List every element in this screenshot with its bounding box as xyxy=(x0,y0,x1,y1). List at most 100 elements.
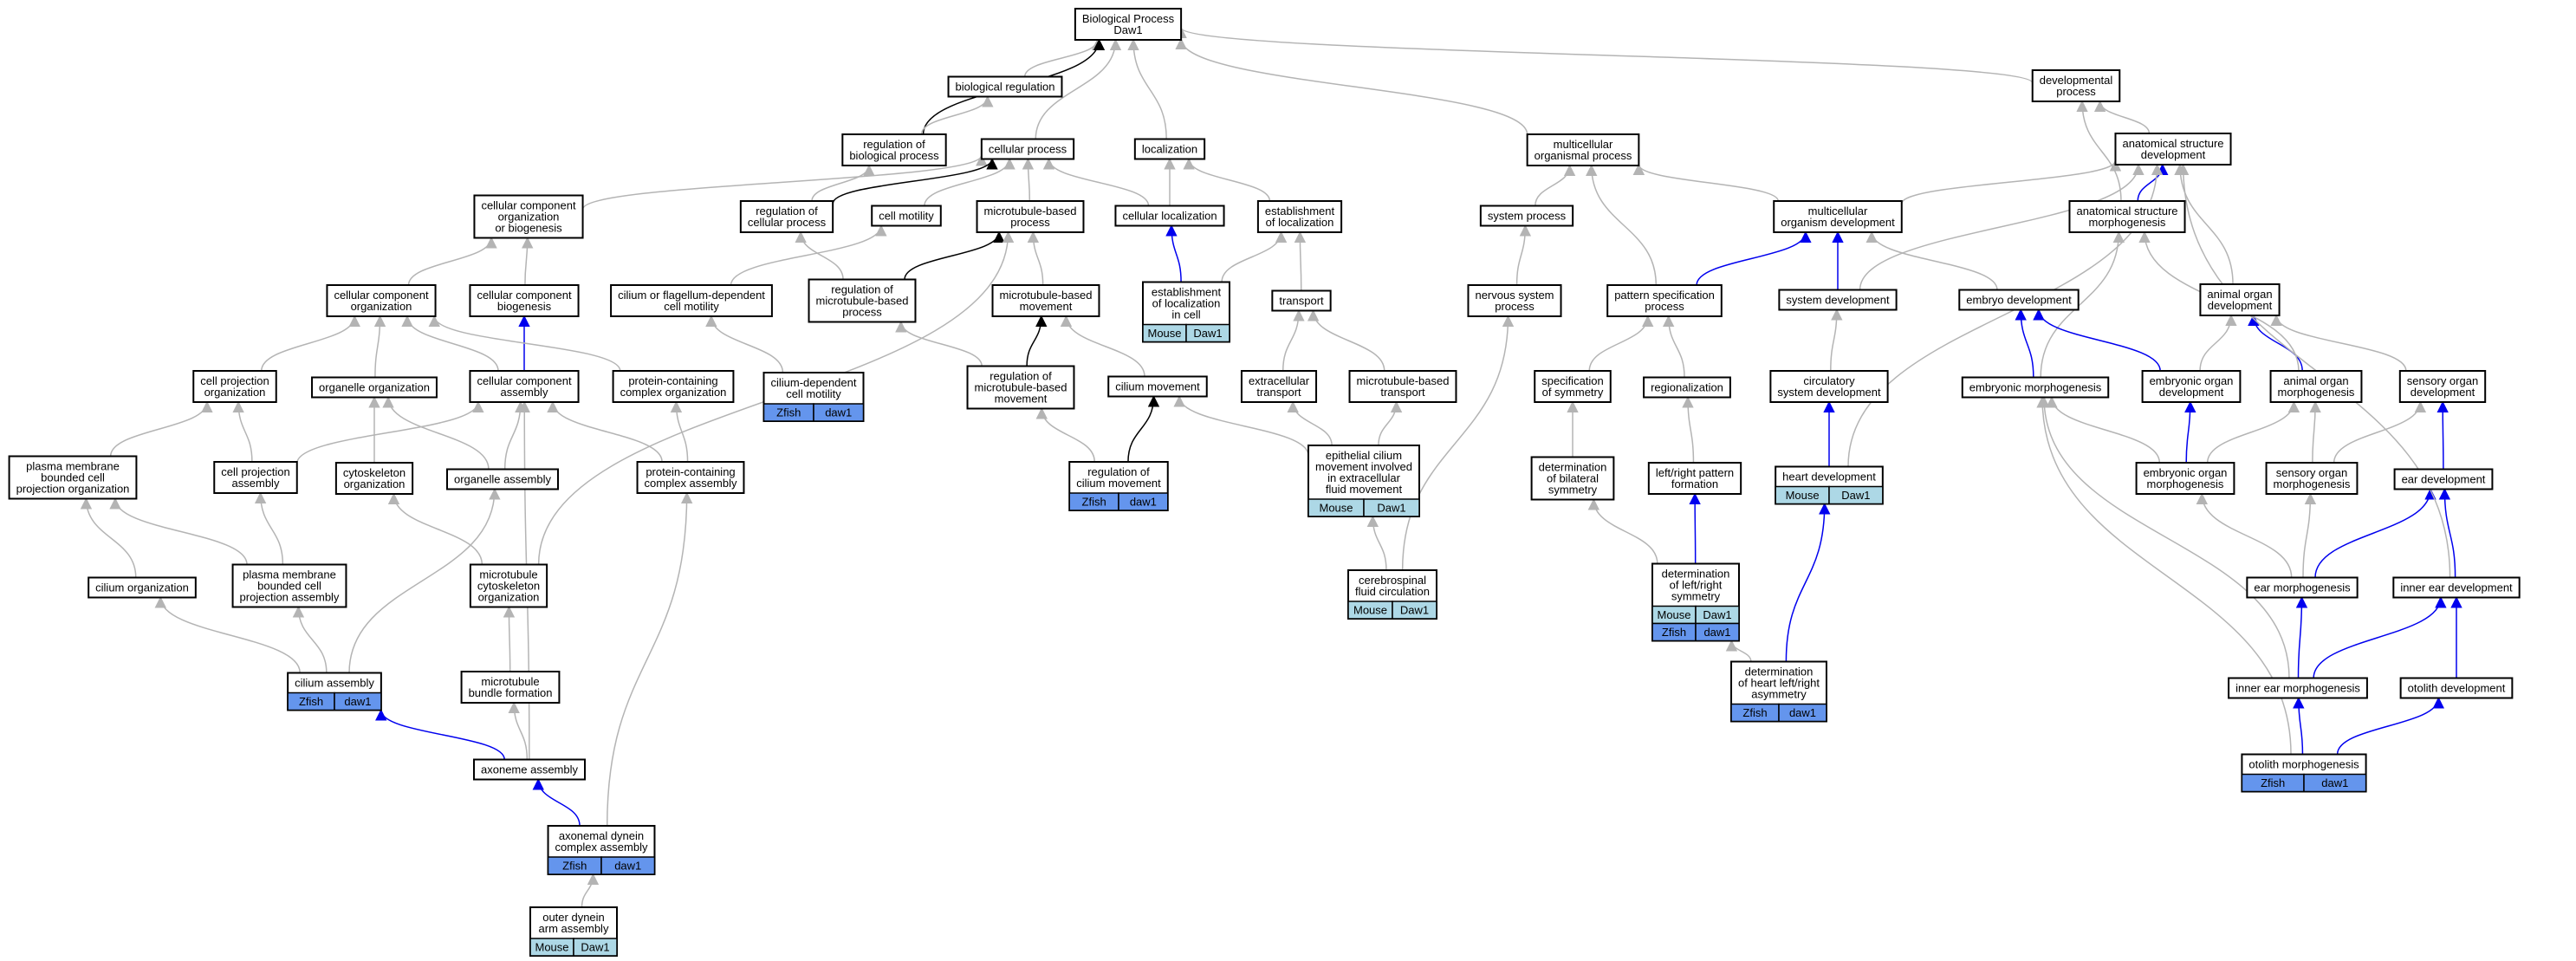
node-cellmot[interactable]: cell motility xyxy=(871,205,942,227)
node-box xyxy=(1114,205,1225,227)
node-box xyxy=(1348,370,1457,403)
node-label-line: fluid movement xyxy=(1326,483,1403,496)
node-otodev[interactable]: otolith development xyxy=(2399,677,2514,699)
node-label-line: movement xyxy=(1020,300,1073,313)
node-eardev[interactable]: ear development xyxy=(2393,468,2494,490)
node-cilorg[interactable]: cilium organization xyxy=(88,576,197,599)
node-orgorg[interactable]: organelle organization xyxy=(311,376,438,399)
node-label-line: of left/right xyxy=(1670,578,1723,591)
node-label-line: otolith morphogenesis xyxy=(2248,757,2359,770)
edge-mtbm-to-mtbp xyxy=(1027,231,1044,286)
node-box xyxy=(311,376,438,399)
node-label-line: organization xyxy=(351,300,412,313)
edge-extrans-to-transport xyxy=(1282,309,1305,372)
node-cellloc[interactable]: cellular localization xyxy=(1114,205,1225,227)
edge-earmorph-to-eom xyxy=(2196,492,2293,578)
node-regionalization[interactable]: regionalization xyxy=(1643,376,1731,399)
node-iemorph[interactable]: inner ear morphogenesis xyxy=(2228,677,2368,699)
node-box xyxy=(2392,576,2521,599)
node-label-line: cilium assembly xyxy=(295,676,374,689)
node-transport[interactable]: transport xyxy=(1271,289,1332,312)
edge-pmbcpa-to-cpa xyxy=(254,491,284,565)
node-axassm[interactable]: axoneme assembly xyxy=(473,758,586,781)
node-bioreg[interactable]: biological regulation xyxy=(947,75,1063,98)
node-orgassm[interactable]: organelle assembly xyxy=(445,468,560,490)
node-sysdev[interactable]: system development xyxy=(1778,289,1898,311)
node-embmorph[interactable]: embryonic morphogenesis xyxy=(1961,376,2110,399)
node-label-line: multicellular xyxy=(1554,138,1613,151)
node-cilmov[interactable]: cilium movement xyxy=(1107,375,1208,398)
node-label-line: bundle formation xyxy=(469,686,553,699)
node-embdev[interactable]: embryo development xyxy=(1958,289,2080,311)
node-label-line: movement involved xyxy=(1315,460,1412,473)
annotation-label: Daw1 xyxy=(1193,327,1222,340)
node-label-line: cell motility xyxy=(879,209,934,222)
node-earmorph[interactable]: ear morphogenesis xyxy=(2246,576,2359,599)
node-box xyxy=(2031,69,2121,102)
edge-regmtbp-to-mtbp xyxy=(904,231,1005,280)
node-cellproc[interactable]: cellular process xyxy=(980,138,1075,160)
node-box xyxy=(2393,468,2494,490)
node-iedev[interactable]: inner ear development xyxy=(2392,576,2521,599)
node-label-line: biological regulation xyxy=(956,80,1055,93)
node-label-line: morphogenesis xyxy=(2278,386,2355,399)
node-sysproc[interactable]: system process xyxy=(1479,205,1574,227)
node-box xyxy=(1773,200,1903,233)
node-localization[interactable]: localization xyxy=(1133,138,1206,160)
